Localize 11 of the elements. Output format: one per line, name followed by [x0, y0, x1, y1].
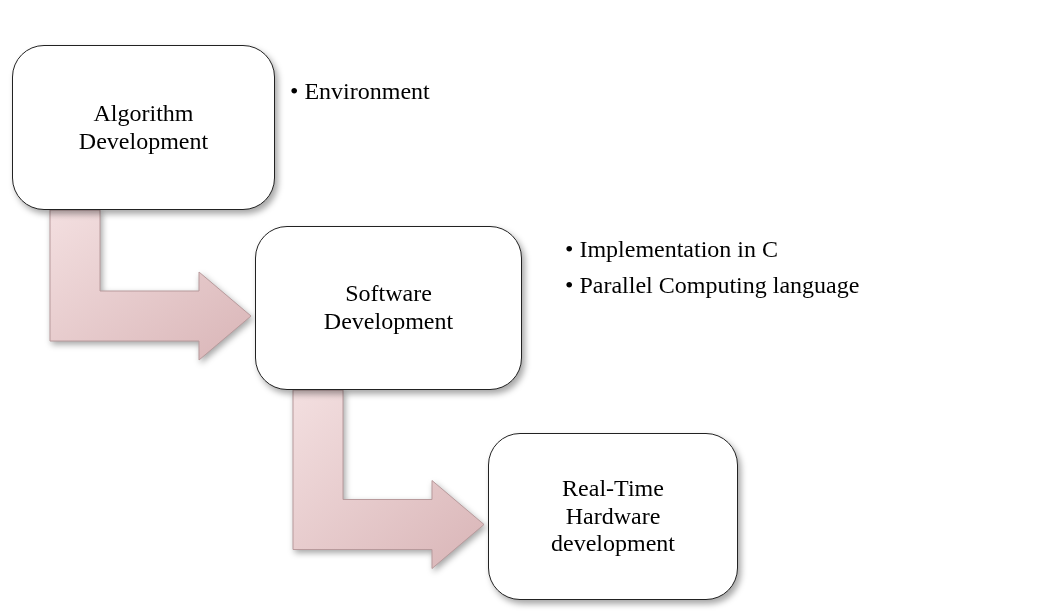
bent-arrow	[49, 209, 252, 361]
rounded-box	[12, 45, 275, 210]
node-label: Software Development	[322, 280, 455, 336]
node-label: Real-Time Hardware development	[550, 475, 676, 558]
rounded-box	[255, 226, 522, 390]
bent-arrow	[292, 389, 485, 569]
bullet-item: • Environment	[290, 78, 431, 106]
rounded-box	[488, 433, 738, 600]
bullet-item: • Implementation in C	[565, 236, 780, 264]
node-label: Algorithm Development	[77, 99, 210, 156]
bullet-item: • Parallel Computing language	[565, 271, 861, 300]
